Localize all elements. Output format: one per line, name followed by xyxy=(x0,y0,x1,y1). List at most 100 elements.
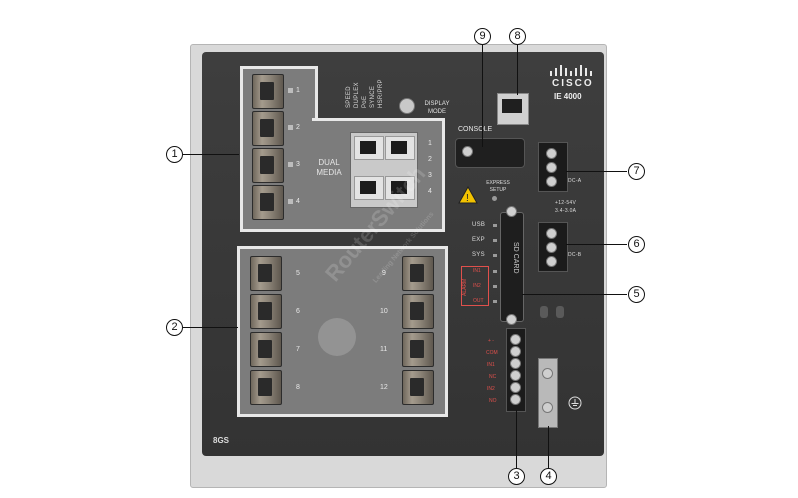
power-connector-pin xyxy=(540,306,548,318)
svg-text:!: ! xyxy=(466,193,469,204)
power-screw-icon xyxy=(546,176,557,187)
express-setup-label: EXPRESS SETUP xyxy=(486,180,510,193)
dc-b-label: DC-B xyxy=(568,252,582,258)
terminal-screw-icon xyxy=(510,334,521,345)
alarm-box xyxy=(461,266,489,306)
port-number: 5 xyxy=(296,270,300,277)
port-number: 1 xyxy=(296,87,300,94)
alarm-pin-label: COM xyxy=(486,350,498,356)
alarm-pin-label: IN2 xyxy=(487,386,495,392)
mode-led-column: SPEED DUPLEX PoE SYNCE HSR/PRP xyxy=(346,79,396,116)
status-led xyxy=(493,224,497,227)
watermark-logo-icon xyxy=(318,318,356,356)
callout-line xyxy=(516,410,518,468)
sd-card-label: SD CARD xyxy=(512,242,519,274)
power-screw-icon xyxy=(546,148,557,159)
terminal-screw-icon xyxy=(510,370,521,381)
port-number: 6 xyxy=(296,308,300,315)
display-mode-button[interactable] xyxy=(399,98,415,114)
status-led xyxy=(493,239,497,242)
sfp-port-1[interactable] xyxy=(252,74,284,109)
console-label: CONSOLE xyxy=(458,126,493,133)
callout-2: 2 xyxy=(166,319,183,336)
callout-line xyxy=(482,45,484,147)
sfp-port-3[interactable] xyxy=(252,148,284,183)
status-led xyxy=(493,254,497,257)
cisco-logo-icon xyxy=(548,64,594,76)
power-screw-icon xyxy=(546,228,557,239)
status-led xyxy=(493,300,497,303)
power-screw-icon xyxy=(546,242,557,253)
status-led xyxy=(493,270,497,273)
alarm-pin-label: NO xyxy=(489,398,497,404)
sfp-port-4[interactable] xyxy=(252,185,284,220)
callout-line xyxy=(566,244,627,246)
callout-9: 9 xyxy=(474,28,491,45)
mode-led-label: PoE xyxy=(362,95,368,108)
callout-line xyxy=(522,294,627,296)
status-led-label: IN1 xyxy=(473,268,481,274)
alarm-pin-label: + - xyxy=(488,338,494,344)
mode-led-label: SPEED xyxy=(346,86,352,108)
console-screw-icon xyxy=(462,146,473,157)
callout-line xyxy=(548,426,550,468)
rj45-port-1[interactable] xyxy=(354,136,384,160)
terminal-screw-icon xyxy=(510,358,521,369)
dual-media-label: DUAL MEDIA xyxy=(316,158,342,177)
mode-led-label: SYNCE xyxy=(370,85,376,108)
rj-port-number: 3 xyxy=(428,172,432,179)
status-led-label: USB xyxy=(472,222,486,228)
callout-3: 3 xyxy=(508,468,525,485)
alarm-label: ALARM xyxy=(462,278,468,296)
sfp-port-8[interactable] xyxy=(250,370,282,405)
port-led-3 xyxy=(288,162,293,167)
port-led-2 xyxy=(288,125,293,130)
callout-7: 7 xyxy=(628,163,645,180)
port-led-4 xyxy=(288,199,293,204)
callout-5: 5 xyxy=(628,286,645,303)
callout-8: 8 xyxy=(509,28,526,45)
rj-port-number: 2 xyxy=(428,156,432,163)
ground-screw-icon xyxy=(542,402,553,413)
sfp-port-6[interactable] xyxy=(250,294,282,329)
sfp-port-5[interactable] xyxy=(250,256,282,291)
callout-4: 4 xyxy=(540,468,557,485)
alarm-pin-label: IN1 xyxy=(487,362,495,368)
status-led xyxy=(493,285,497,288)
callout-line xyxy=(566,171,627,173)
power-screw-icon xyxy=(546,256,557,267)
warning-icon: ! xyxy=(458,185,478,209)
rj45-port-2[interactable] xyxy=(385,136,415,160)
express-setup-button[interactable] xyxy=(492,196,497,201)
mode-led-label: HSR/PRP xyxy=(378,79,384,108)
rj-port-number: 4 xyxy=(428,188,432,195)
status-led-label: IN2 xyxy=(473,283,481,289)
port-number: 4 xyxy=(296,198,300,205)
sfp-port-2[interactable] xyxy=(252,111,284,146)
callout-line xyxy=(517,45,519,95)
port-number: 12 xyxy=(380,384,388,391)
sd-card-screw-icon xyxy=(506,314,517,325)
ground-screw-icon xyxy=(542,368,553,379)
power-rating-2: 3.4-3.0A xyxy=(555,208,577,214)
status-led-label: EXP xyxy=(472,237,485,243)
sfp-port-9[interactable] xyxy=(402,256,434,291)
ground-symbol-icon xyxy=(568,396,582,415)
sfp-port-12[interactable] xyxy=(402,370,434,405)
display-mode-label: DISPLAY MODE xyxy=(424,101,450,115)
rj-port-number: 1 xyxy=(428,140,432,147)
status-led-label: OUT xyxy=(473,298,484,304)
sd-card-screw-icon xyxy=(506,206,517,217)
rj45-port-3[interactable] xyxy=(354,176,384,200)
port-led-1 xyxy=(288,88,293,93)
terminal-screw-icon xyxy=(510,382,521,393)
callout-line xyxy=(183,154,239,156)
sfp-port-10[interactable] xyxy=(402,294,434,329)
power-rating-1: +12-54V xyxy=(555,200,577,206)
port-number: 2 xyxy=(296,124,300,131)
port-number: 9 xyxy=(382,270,386,277)
sfp-port-11[interactable] xyxy=(402,332,434,367)
sfp-port-7[interactable] xyxy=(250,332,282,367)
port-number: 8 xyxy=(296,384,300,391)
rj45-port-4[interactable] xyxy=(385,176,415,200)
